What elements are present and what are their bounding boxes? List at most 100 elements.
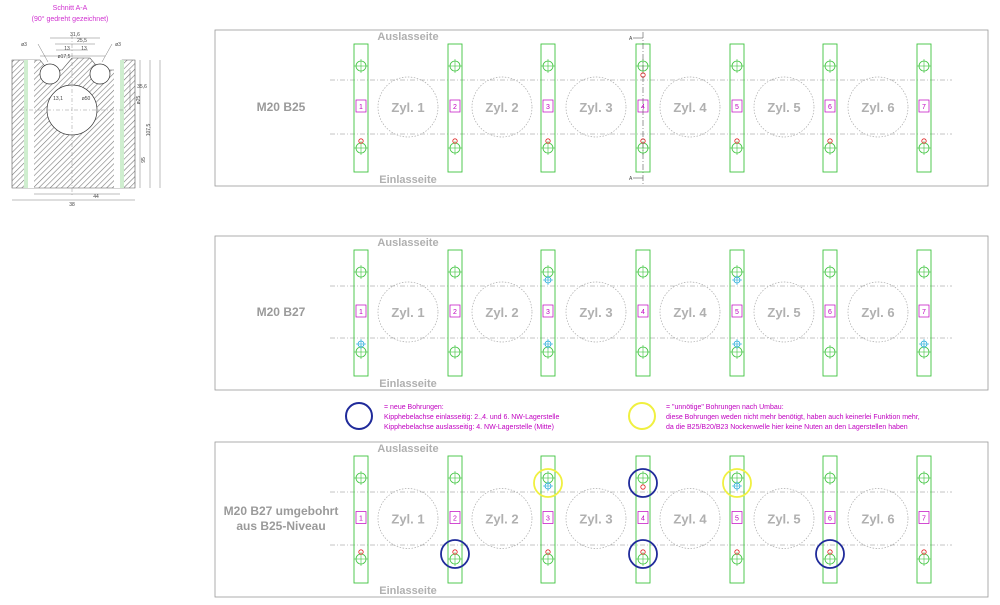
- bearing-number: 3: [546, 309, 550, 316]
- legend-blue-line-2: Kipphebelachse einlasseitig: 2.,4. und 6…: [384, 414, 559, 421]
- bearing-number: 5: [735, 516, 739, 523]
- cylinder-outline: [659, 76, 721, 138]
- new-bore-marker: [628, 468, 658, 498]
- cylinder-outline: [753, 488, 815, 549]
- exhaust-bore: [448, 265, 462, 279]
- bearing-number-box: [637, 304, 649, 318]
- legend: = neue Bohrungen: Kipphebelachse einlass…: [345, 402, 920, 431]
- bearing-number-box: [355, 511, 367, 524]
- section-marker-top: A: [629, 36, 633, 42]
- cylinder-label: Zyl. 3: [579, 512, 612, 527]
- bearing-number: 5: [735, 104, 739, 111]
- new-bore-marker: [815, 539, 845, 569]
- bearing-block: [916, 43, 932, 173]
- new-bore-marker: [628, 539, 658, 569]
- section-view: Schnitt A-A (90° gedreht gezeichnet): [11, 5, 161, 208]
- legend-blue-circle: [345, 402, 373, 430]
- bearing-block: [447, 455, 463, 584]
- bearing-block: [540, 249, 556, 377]
- oil-hole-intake: [734, 138, 740, 144]
- legend-yellow-circle: [628, 402, 656, 430]
- bearing-number-box: [449, 304, 461, 318]
- exhaust-bore: [354, 265, 368, 279]
- new-bore-marker: [440, 539, 470, 569]
- exhaust-bore: [730, 59, 744, 73]
- cylinder-label: Zyl. 5: [767, 100, 800, 115]
- exhaust-bore: [823, 265, 837, 279]
- bearing-number-box: [824, 99, 836, 113]
- exhaust-bore: [636, 471, 650, 485]
- bearing-block: [635, 455, 651, 584]
- cylinder-outline: [847, 488, 909, 549]
- oil-hole-intake-cyan: [543, 339, 553, 349]
- exhaust-bore: [354, 59, 368, 73]
- intake-bore: [448, 345, 462, 359]
- oil-hole-exhaust-new: [640, 484, 646, 490]
- bearing-block: [353, 455, 369, 584]
- cylinder-outline: [753, 76, 815, 138]
- green-strip-right: [120, 60, 124, 188]
- cylinder-outline: [471, 281, 533, 343]
- variant-label: M20 B27: [257, 305, 306, 319]
- exhaust-side-label: Auslasseite: [377, 31, 438, 43]
- exhaust-bore: [823, 471, 837, 485]
- bearing-number: 1: [359, 516, 363, 523]
- cylinder-label: Zyl. 2: [485, 305, 518, 320]
- bearing-number: 6: [828, 516, 832, 523]
- oil-hole-intake: [358, 549, 364, 555]
- cylinder-outline: [847, 281, 909, 343]
- intake-side-label: Einlasseite: [379, 378, 436, 390]
- oil-hole-intake: [545, 138, 551, 144]
- bearing-block: [635, 249, 651, 377]
- oil-hole-intake-cyan: [732, 339, 742, 349]
- bearing-number: 6: [828, 104, 832, 111]
- dimension-label: 35,6: [137, 84, 147, 90]
- dimension-label: 38: [69, 202, 75, 208]
- legend-yellow-line-3: da die B25/B20/B23 Nockenwelle hier kein…: [666, 424, 908, 431]
- legend-yellow-line-1: = "unnötige" Bohrungen nach Umbau:: [666, 404, 784, 411]
- unneeded-bore-marker: [722, 468, 752, 498]
- intake-side-label: Einlasseite: [379, 174, 436, 186]
- intake-bore: [823, 345, 837, 359]
- cylinder-label: Zyl. 4: [673, 512, 707, 527]
- exhaust-bore: [448, 59, 462, 73]
- oil-channel-left: [28, 60, 34, 188]
- bearing-number: 1: [359, 104, 363, 111]
- panel-frame: [214, 235, 989, 391]
- cylinder-outline: [565, 488, 627, 549]
- cylinder-outline: [471, 488, 533, 549]
- bearing-number-box: [542, 99, 554, 113]
- dimension-label: ø25: [136, 95, 142, 104]
- bearing-number: 6: [828, 309, 832, 316]
- cylinder-label: Zyl. 4: [673, 100, 707, 115]
- bearing-block: [916, 249, 932, 377]
- cylinder-label: Zyl. 3: [579, 305, 612, 320]
- cylinder-label: Zyl. 5: [767, 512, 800, 527]
- dimension-label: 44: [93, 194, 99, 200]
- bearing-number: 5: [735, 309, 739, 316]
- bearing-number: 3: [546, 104, 550, 111]
- cylinder-label: Zyl. 6: [861, 305, 894, 320]
- cylinder-outline: [471, 76, 533, 138]
- cylinder-label: Zyl. 4: [673, 305, 707, 320]
- bearing-block: [729, 249, 745, 377]
- oil-hole-intake: [921, 138, 927, 144]
- rocker-bore-right: [89, 63, 111, 85]
- bearing-number: 7: [922, 104, 926, 111]
- bearing-number-box: [918, 511, 930, 524]
- dimension-label: 107,5: [146, 124, 152, 137]
- oil-hole-intake: [734, 549, 740, 555]
- oil-hole-exhaust-cyan: [543, 275, 553, 285]
- cylinder-outline: [565, 76, 627, 138]
- variant-label: aus B25-Niveau: [236, 519, 325, 533]
- bearing-number-box: [449, 99, 461, 113]
- bearing-number-box: [449, 511, 461, 524]
- section-subtitle: (90° gedreht gezeichnet): [32, 15, 109, 23]
- variant-label: M20 B25: [257, 100, 306, 114]
- cylinder-label: Zyl. 1: [391, 512, 424, 527]
- bearing-block: [353, 43, 369, 173]
- oil-hole-intake: [358, 138, 364, 144]
- bearing-block: [822, 43, 838, 173]
